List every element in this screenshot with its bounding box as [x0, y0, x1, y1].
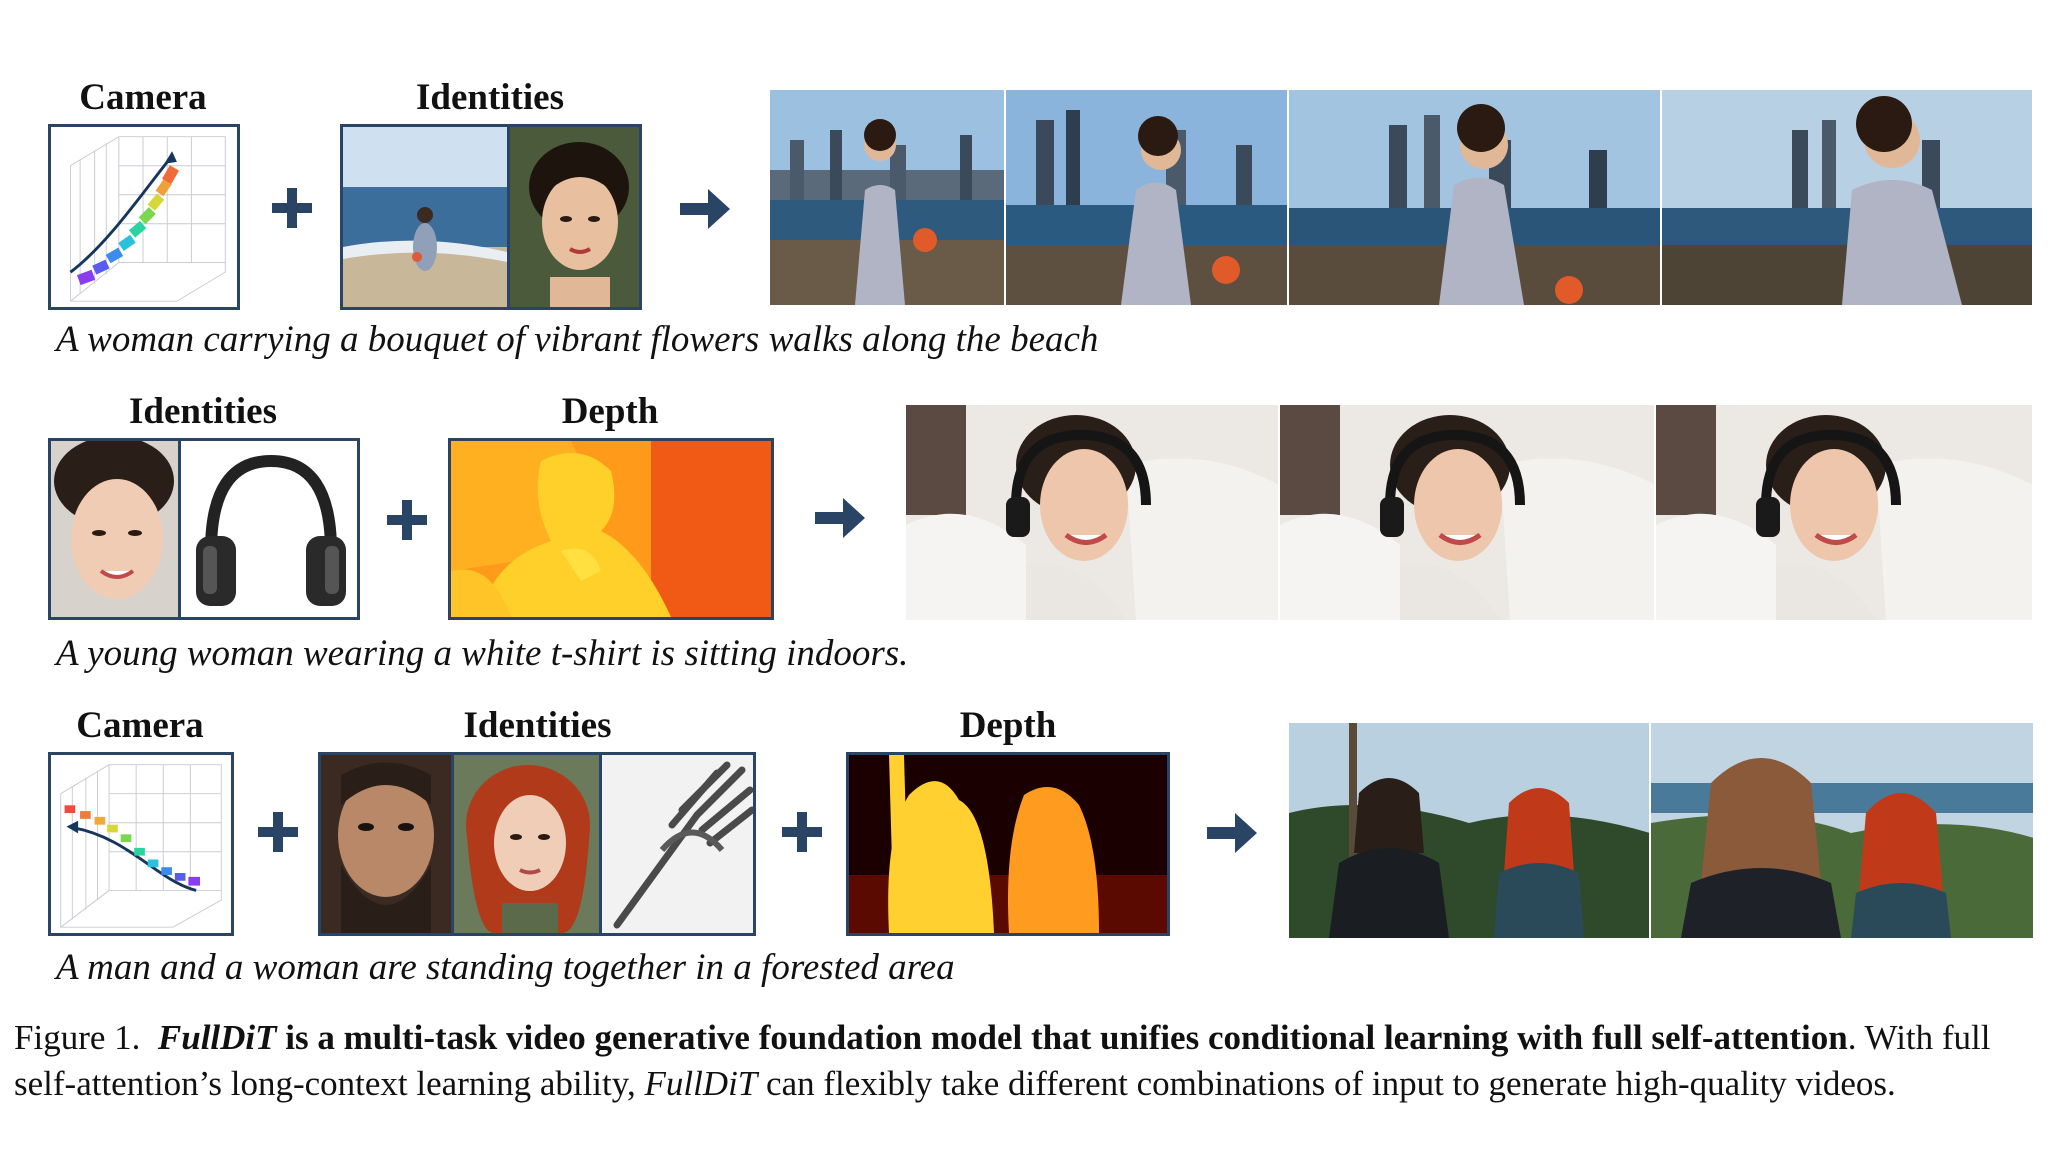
figure-caption-continuation: . With full [1847, 1018, 1991, 1057]
figure-caption-line-2: self-attention’s long-context learning a… [14, 1064, 1896, 1104]
row2-depth-map [448, 438, 774, 620]
row2-identities-box [48, 438, 360, 620]
figure-number: Figure 1. [14, 1018, 141, 1057]
plus-icon [272, 188, 312, 228]
figure-caption-text: can flexibly take different combinations… [757, 1064, 1896, 1103]
row2-depth-label: Depth [561, 391, 659, 432]
row2-caption: A young woman wearing a white t-shirt is… [56, 633, 909, 674]
row3-identities-box [318, 752, 756, 936]
output-frame [1289, 723, 1650, 938]
row3-camera-trajectory-plot [48, 752, 234, 936]
row2-identities-label: Identities [129, 391, 277, 432]
identity-image-headphones [178, 441, 357, 617]
output-frame [770, 90, 1004, 305]
row3-depth-label: Depth [959, 705, 1057, 746]
output-frame [1659, 90, 2032, 305]
model-name: FullDiT [644, 1064, 758, 1103]
identity-image-portrait-woman [507, 127, 639, 307]
row1-camera-trajectory-plot [48, 124, 240, 310]
row3-camera-label: Camera [76, 705, 204, 746]
row3-output-video-frames [1289, 723, 2033, 938]
row1-identities-box [340, 124, 642, 310]
figure-caption-text: self-attention’s long-context learning a… [14, 1064, 645, 1103]
row2-output-video-frames [906, 405, 2032, 620]
right-arrow-icon [1207, 811, 1257, 855]
plus-icon [387, 500, 427, 540]
output-frame [1003, 90, 1287, 305]
figure-title: is a multi-task video generative foundat… [276, 1018, 1848, 1057]
identity-image-red-haired-woman [451, 755, 602, 933]
model-name: FullDiT [157, 1018, 277, 1057]
row3-identities-label: Identities [463, 705, 612, 746]
identity-image-beach-walk [343, 127, 507, 307]
output-frame [906, 405, 1278, 620]
identity-image-trident [599, 755, 753, 933]
row1-output-video-frames [770, 90, 2032, 305]
right-arrow-icon [680, 187, 730, 231]
row3-depth-map [846, 752, 1170, 936]
output-frame [1277, 405, 1655, 620]
row1-identities-label: Identities [416, 77, 564, 118]
output-frame [1654, 405, 2032, 620]
row1-camera-label: Camera [79, 77, 207, 118]
row1-caption: A woman carrying a bouquet of vibrant fl… [56, 319, 1099, 360]
identity-image-young-woman [51, 441, 178, 617]
output-frame [1649, 723, 2033, 938]
plus-icon [258, 812, 298, 852]
plus-icon [782, 812, 822, 852]
figure-caption-line-1: Figure 1. FullDiT is a multi-task video … [14, 1018, 1991, 1058]
row3-caption: A man and a woman are standing together … [56, 947, 955, 988]
identity-image-bearded-man [321, 755, 451, 933]
output-frame [1286, 90, 1660, 305]
right-arrow-icon [815, 496, 865, 540]
